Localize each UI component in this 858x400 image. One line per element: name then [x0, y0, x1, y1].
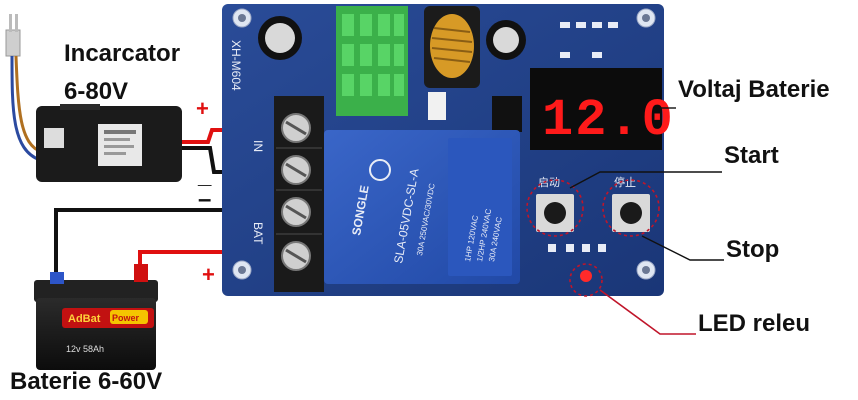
led-relay-label: LED releu [698, 310, 811, 337]
control-board: XH-M604 [222, 4, 675, 296]
battery: AdBat Power 12v 58Ah [34, 264, 158, 370]
charger-range-label: 6-80V [64, 78, 129, 105]
minus-mid2: – [198, 186, 212, 213]
stop-button[interactable] [612, 194, 650, 232]
svg-text:AdBat: AdBat [68, 313, 101, 325]
battery-capacity-label: 12v 58Ah [66, 344, 104, 354]
plus-top: + [196, 96, 209, 121]
start-label: Start [724, 142, 779, 169]
minus-mid: _ [198, 162, 212, 189]
led-callout-line [599, 289, 696, 335]
start-callout-line [569, 171, 722, 189]
svg-text:Power: Power [112, 313, 140, 323]
start-button[interactable] [536, 194, 574, 232]
stop-callout-line [641, 235, 724, 261]
plus-bottom: + [202, 262, 215, 287]
battery-black-wire [54, 208, 280, 288]
start-button-cn-label: 启动 [538, 176, 560, 189]
terminal-in-label: IN [251, 140, 265, 152]
led-callout-circle [569, 263, 603, 297]
stop-button-cn-label: 停止 [614, 175, 636, 189]
voltage-label: Voltaj Baterie [678, 76, 830, 103]
start-callout-circle [526, 179, 584, 237]
relay-led [580, 270, 592, 282]
stop-label: Stop [726, 236, 780, 263]
charger-unit [36, 104, 182, 182]
stop-callout-circle [602, 179, 660, 237]
battery-label: Baterie 6-60V [10, 368, 163, 395]
terminal-bat-label: BAT [251, 222, 265, 245]
power-plug [5, 14, 43, 162]
charger-label: Incarcator [64, 40, 181, 67]
board-model: XH-M604 [229, 40, 243, 91]
voltage-display-value: 12.0 [542, 91, 675, 150]
